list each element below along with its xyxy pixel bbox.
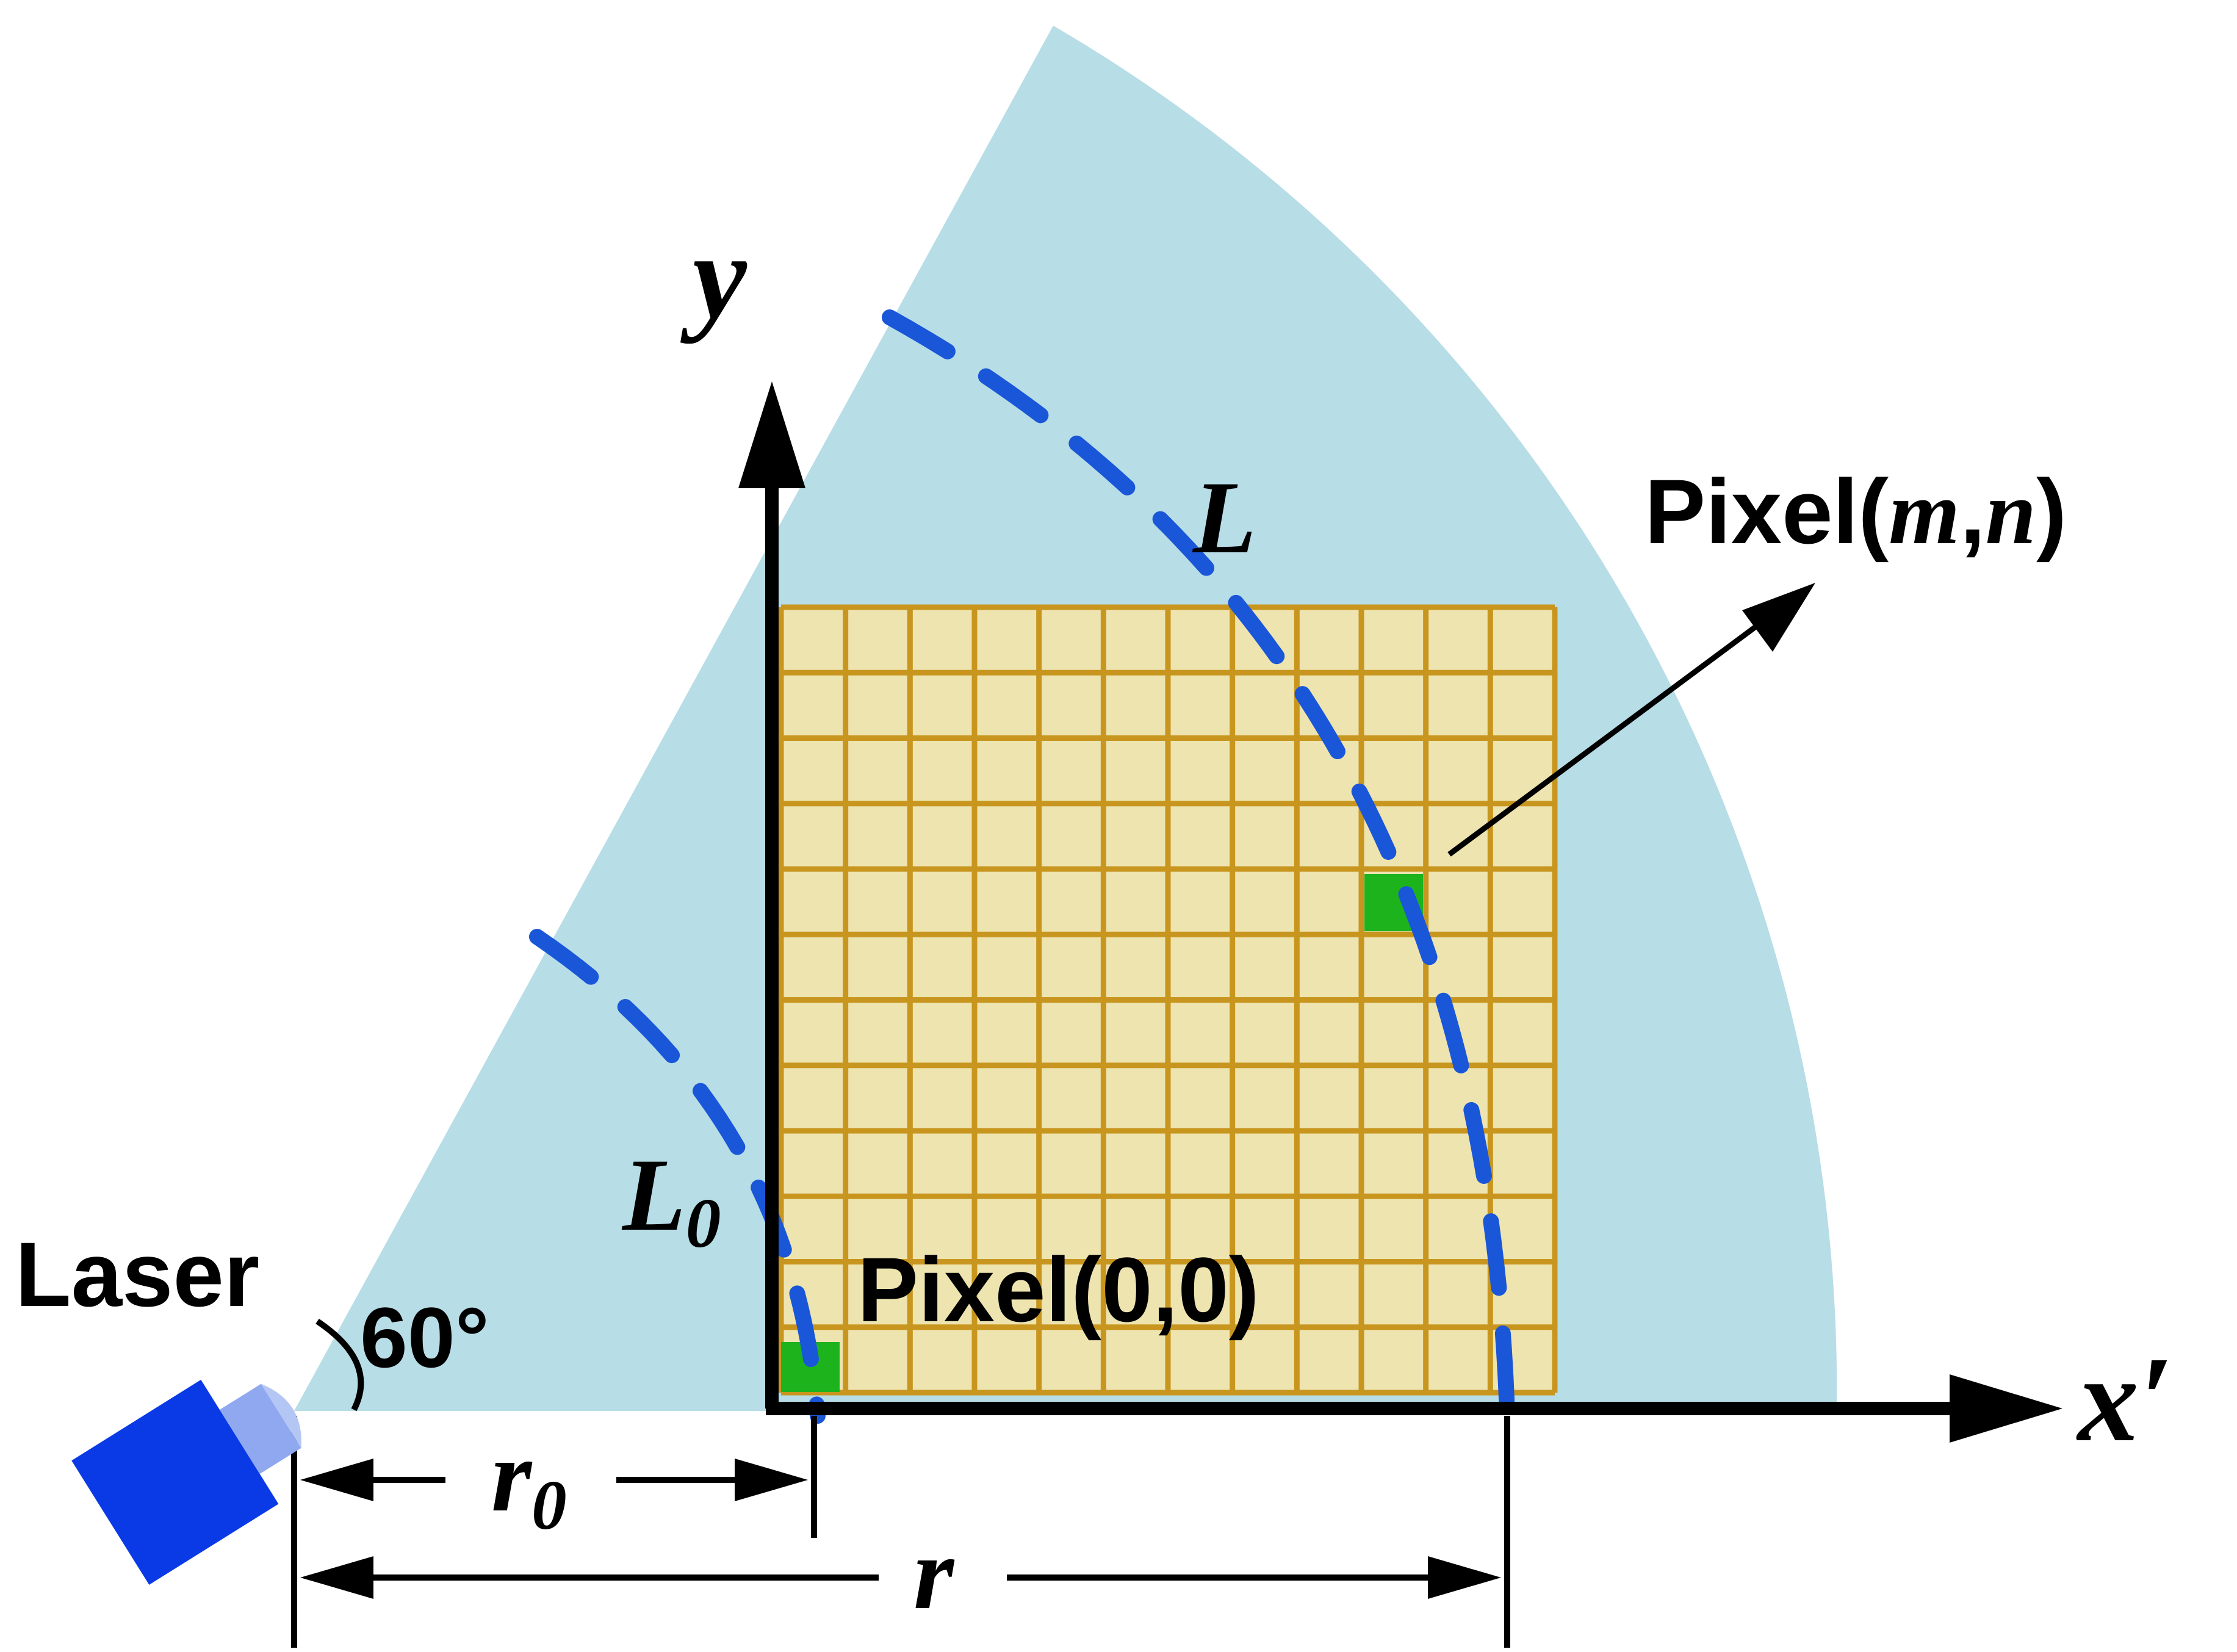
curve-L0-label: L0 xyxy=(621,1138,721,1262)
pixel-mn-prefix: Pixel( xyxy=(1644,460,1889,563)
angle-arc xyxy=(315,1318,364,1412)
pixel-mn-pointer-arrowhead xyxy=(1742,583,1815,652)
laser-label: Laser xyxy=(15,1223,259,1326)
curve-L0-subscript: 0 xyxy=(686,1185,721,1262)
dim-r0-arrowhead-left xyxy=(300,1459,373,1501)
angle-label: 60° xyxy=(360,1289,489,1385)
laser-emitter-icon xyxy=(71,1379,301,1585)
pixel-grid xyxy=(778,604,1558,1396)
dim-r-label: r xyxy=(913,1516,955,1631)
pixel-mn-pointer-line xyxy=(1447,614,1771,857)
pixel-00-label: Pixel(0,0) xyxy=(857,1238,1259,1341)
dim-r0-arrowhead-right xyxy=(735,1459,808,1501)
x-axis-arrowhead xyxy=(1950,1374,2062,1443)
curve-L-label: L xyxy=(1192,460,1256,575)
dashed-arc-L0 xyxy=(529,929,826,1424)
dim-r0-label: r0 xyxy=(491,1418,567,1544)
dim-r-arrowhead-right xyxy=(1428,1556,1501,1599)
dashed-arc-L xyxy=(882,309,1515,1424)
pixel-mn-n: n xyxy=(1986,462,2036,563)
pixel-mn-suffix: ) xyxy=(2036,460,2067,563)
y-axis-label: y xyxy=(680,209,747,344)
x-axis-label: x′ xyxy=(2076,1332,2173,1467)
pixel-mn-m: m xyxy=(1889,462,1960,563)
y-axis-arrowhead xyxy=(738,381,805,488)
dim-r0-subscript: 0 xyxy=(531,1466,567,1544)
dim-r-arrowhead-left xyxy=(300,1556,373,1599)
pixel-mn-label: Pixel(m,n) xyxy=(1644,460,2067,563)
dim-r0-main: r xyxy=(491,1418,533,1533)
curve-L0-main: L xyxy=(621,1138,686,1252)
pixel-mn-comma: , xyxy=(1960,460,1986,563)
